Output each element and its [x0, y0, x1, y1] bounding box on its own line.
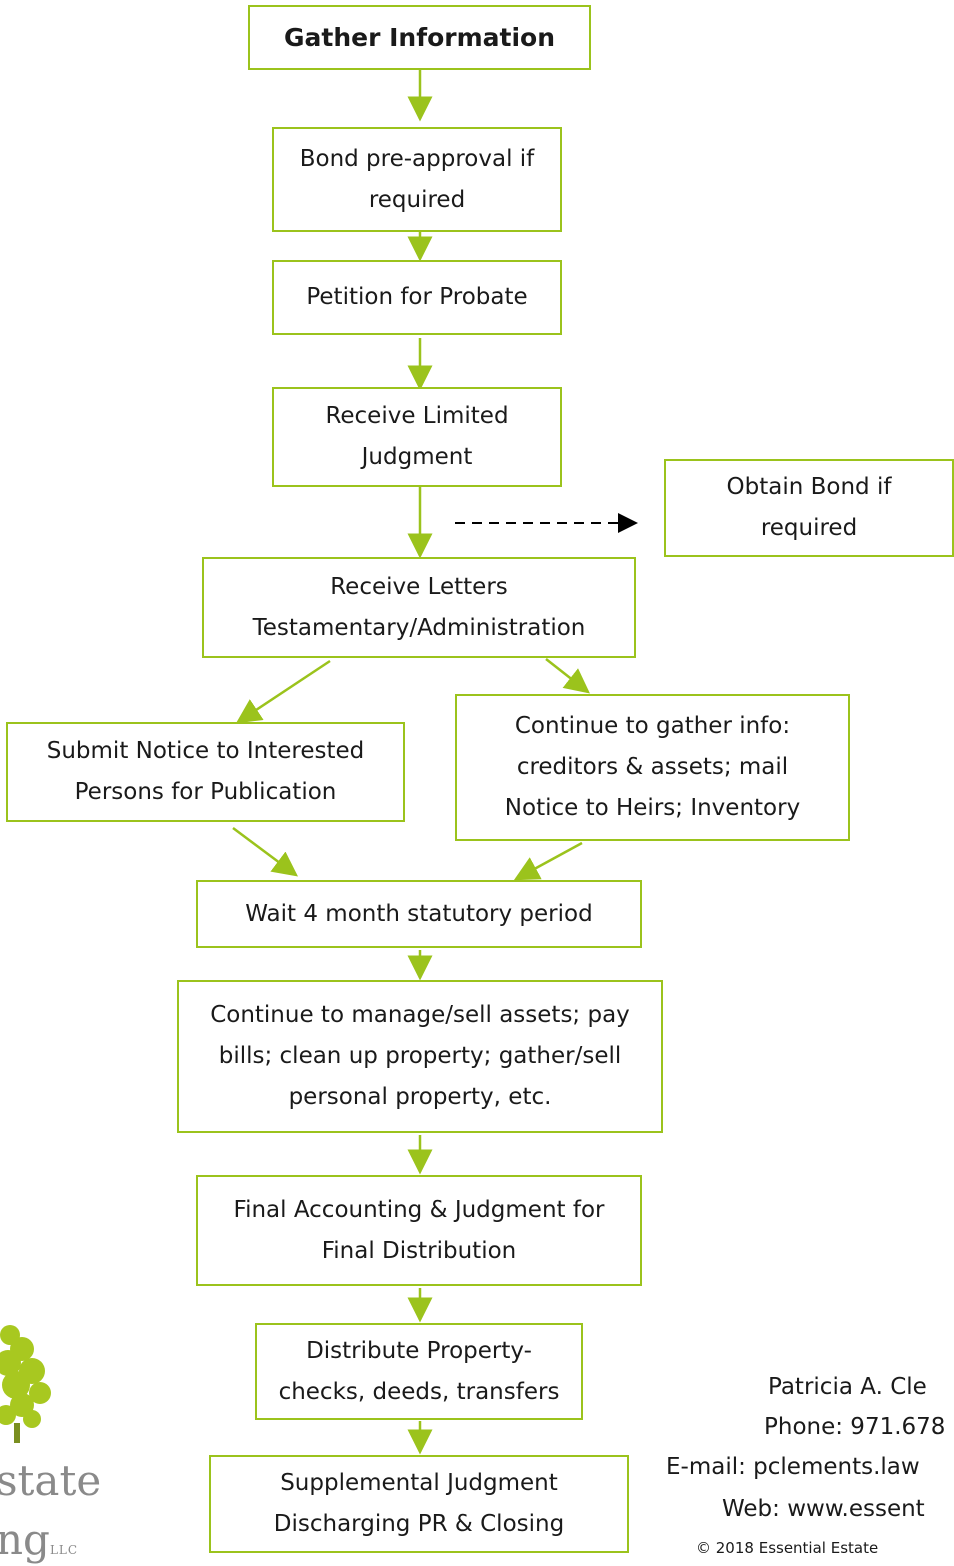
footer-email[interactable]: E-mail: pclements.law — [666, 1454, 920, 1480]
footer-copyright: © 2018 Essential Estate — [696, 1539, 879, 1557]
box-petition-for-probate: Petition for Probate — [272, 260, 562, 335]
box-receive-letters-text: Receive Letters Testamentary/Administrat… — [252, 573, 586, 641]
arrow-letters-to-continue — [545, 658, 590, 694]
box-bond-pre-approval-text: Bond pre-approval if required — [299, 145, 535, 213]
box-receive-limited-judgment: Receive Limited Judgment — [272, 387, 562, 487]
box-gather-information: Gather Information — [248, 5, 591, 70]
box-final-accounting: Final Accounting & Judgment for Final Di… — [196, 1175, 642, 1286]
box-manage-assets: Continue to manage/sell assets; pay bill… — [177, 980, 663, 1133]
box-petition-for-probate-text: Petition for Probate — [306, 284, 528, 310]
footer-web[interactable]: Web: www.essent — [722, 1496, 925, 1522]
box-gather-information-text: Gather Information — [283, 23, 556, 52]
footer-name: Patricia A. Cle — [768, 1374, 927, 1400]
footer-phone: Phone: 971.678 — [764, 1414, 946, 1440]
box-distribute-property-text: Distribute Property-checks, deeds, trans… — [278, 1337, 560, 1405]
box-continue-gather-info: Continue to gather info: creditors & ass… — [455, 694, 850, 841]
arrow-notice-to-wait — [232, 826, 299, 877]
arrow-letters-to-notice — [235, 659, 331, 724]
arrow-continue-to-wait — [513, 841, 583, 881]
box-obtain-bond-text: Obtain Bond if required — [726, 474, 892, 541]
box-submit-notice-text: Submit Notice to Interested Persons for … — [46, 738, 365, 805]
box-receive-limited-judgment-text: Receive Limited Judgment — [325, 403, 509, 470]
box-wait-statutory-period-text: Wait 4 month statutory period — [245, 900, 593, 927]
logo-text-suffix: LLC — [49, 1543, 79, 1557]
box-manage-assets-text: Continue to manage/sell assets; pay bill… — [210, 1002, 630, 1110]
box-receive-letters: Receive Letters Testamentary/Administrat… — [202, 557, 636, 658]
logo-text-line2-main: ng — [0, 1515, 50, 1564]
box-final-accounting-text: Final Accounting & Judgment for Final Di… — [233, 1196, 605, 1264]
box-bond-pre-approval: Bond pre-approval if required — [272, 127, 562, 232]
box-supplemental-judgment: Supplemental Judgment Discharging PR & C… — [209, 1455, 629, 1553]
logo-text-line1: state — [0, 1456, 102, 1505]
box-distribute-property: Distribute Property-checks, deeds, trans… — [255, 1323, 583, 1420]
box-obtain-bond: Obtain Bond if required — [664, 459, 954, 557]
box-wait-statutory-period: Wait 4 month statutory period — [196, 880, 642, 948]
box-submit-notice: Submit Notice to Interested Persons for … — [6, 722, 405, 822]
box-supplemental-judgment-text: Supplemental Judgment Discharging PR & C… — [273, 1470, 565, 1537]
logo-tree-icon — [0, 1325, 51, 1443]
box-continue-gather-info-text: Continue to gather info: creditors & ass… — [504, 713, 801, 821]
logo-text-line2: ngLLC — [0, 1515, 78, 1564]
